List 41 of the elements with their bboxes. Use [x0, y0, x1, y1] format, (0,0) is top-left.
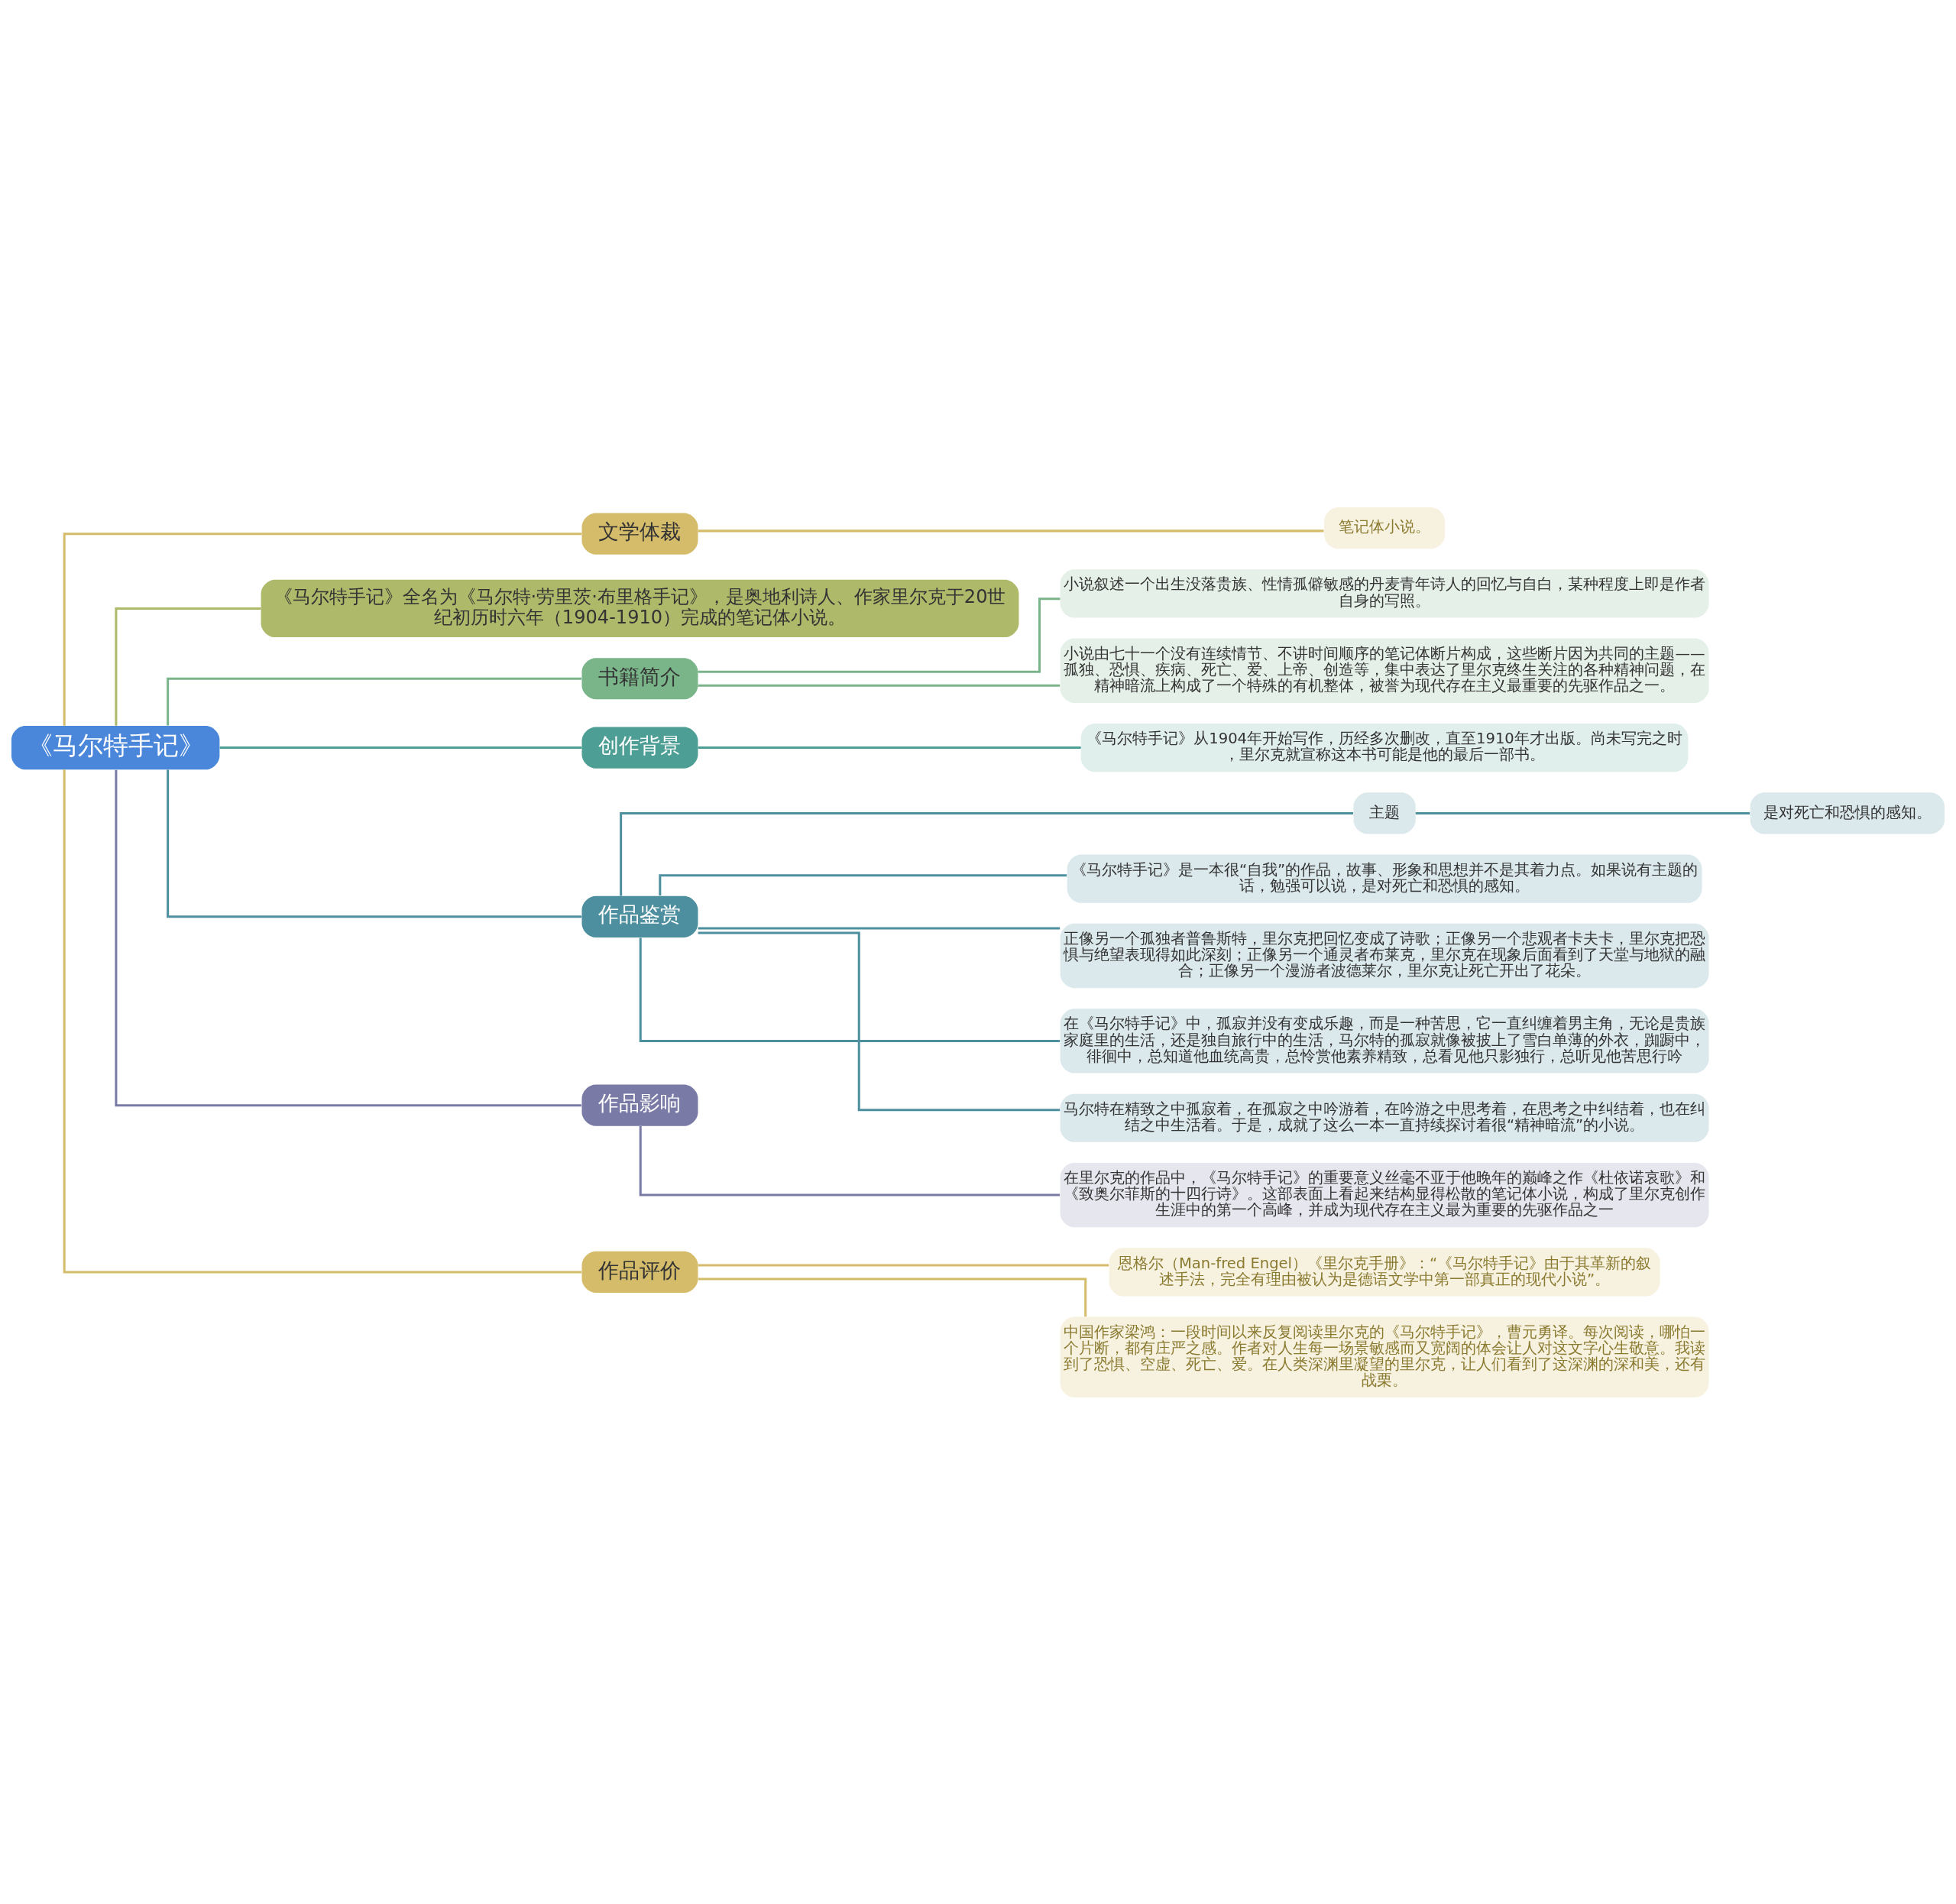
connector [639, 1125, 1061, 1196]
node-box: 作品鉴赏 [581, 895, 698, 937]
node-box: 书籍简介 [581, 657, 698, 699]
connector [639, 937, 1061, 1042]
node-box: 作品影响 [581, 1084, 698, 1126]
node-box: 小说叙述一个出生没落贵族、性情孤僻敏感的丹麦青年诗人的回忆与自白，某种程度上即是作者自身的写照。 [1060, 568, 1709, 617]
connector [698, 1263, 1109, 1266]
node-box: 《马尔特手记》是一本很“自我”的作品，故事、形象和思想并不是其着力点。如果说有主题的话，勉强可以说，是对死亡和恐惧的感知。 [1067, 854, 1702, 903]
node-box: 笔记体小说。 [1324, 507, 1446, 549]
node-box: 在里尔克的作品中，《马尔特手记》的重要意义丝毫不亚于他晚年的巅峰之作《杜依诺哀歌》和《致奥尔菲斯的十四行诗》。这部表面上看起来结构显得松散的笔记体小说，构成了里尔克创作生涯中的第一个高峰，并成为现代存在主义最为重要的先驱作品之一 [1060, 1162, 1709, 1227]
connector [698, 1277, 1087, 1316]
node-box: 中国作家梁鸿：一段时间以来反复阅读里尔克的《马尔特手记》，曹元勇译。每次阅读，哪怕一个片断，都有庄严之感。作者对人生每一场景敏感而又宽阔的体会让人对这文字心生敬意。我读到了恐惧、空虚、死亡、爱。在人类深渊里凝望的里尔克，让人们看到了这深渊的深和美，还有战栗。 [1060, 1316, 1709, 1397]
connector [115, 769, 581, 1106]
connector [63, 532, 582, 726]
node-box: 在《马尔特手记》中，孤寂并没有变成乐趣，而是一种苦思，它一直纠缠着男主角，无论是贵族家庭里的生活，还是独自旅行中的生活，马尔特的孤寂就像被披上了雪白单薄的外衣，踟蹰中，徘徊中，总知道他血统高贵，总怜赏他素养精致，总看见他只影独行，总听见他苦思行吟 [1060, 1008, 1709, 1073]
connector [63, 769, 582, 1273]
connector [1415, 811, 1750, 814]
connector [659, 873, 1067, 895]
node-box: 作品评价 [581, 1251, 698, 1293]
node-box: 创作背景 [581, 727, 698, 769]
connector [698, 597, 1061, 673]
node-box: 马尔特在精致之中孤寂着，在孤寂之中吟游着，在吟游之中思考着，在思考之中纠结着，也在纠结之中生活着。于是，成就了这么一本一直持续探讨着很“精神暗流”的小说。 [1060, 1093, 1709, 1142]
connector [620, 811, 1353, 895]
node-box: 是对死亡和恐惧的感知。 [1750, 792, 1945, 834]
node-box: 《马尔特手记》从1904年开始写作，历经多次删改，直至1910年才出版。尚未写完之时，里尔克就宣称这本书可能是他的最后一部书。 [1080, 723, 1689, 772]
connector [698, 926, 1061, 929]
node-box: 《马尔特手记》全名为《马尔特·劳里茨·布里格手记》，是奥地利诗人、作家里尔克于20世纪初历时六年（1904-1910）完成的笔记体小说。 [261, 579, 1019, 637]
node-box: 主题 [1353, 792, 1416, 834]
connector [698, 529, 1324, 532]
connector [167, 769, 582, 918]
connector [698, 684, 1061, 687]
connector [219, 746, 582, 749]
node-box: 正像另一个孤独者普鲁斯特，里尔克把回忆变成了诗歌；正像另一个悲观者卡夫卡，里尔克把恐惧与绝望表现得如此深刻；正像另一个通灵者布莱克，里尔克在现象后面看到了天堂与地狱的融合；正像另一个漫游者波德莱尔，里尔克让死亡开出了花朵。 [1060, 923, 1709, 988]
node-box: 《马尔特手记》 [11, 725, 220, 769]
connector [698, 746, 1081, 749]
connector [115, 607, 261, 726]
node-box: 恩格尔（Man-fred Engel）《里尔克手册》：“《马尔特手记》由于其革新的叙述手法，完全有理由被认为是德语文学中第一部真正的现代小说”。 [1109, 1247, 1660, 1297]
connector [698, 931, 1061, 1111]
connector [167, 677, 582, 726]
node-box: 小说由七十一个没有连续情节、不讲时间顺序的笔记体断片构成，这些断片因为共同的主题——孤独、恐惧、疾病、死亡、爱、上帝、创造等，集中表达了里尔克终生关注的各种精神问题，在精神暗流上构成了一个特殊的有机整体，被誉为现代存在主义最重要的先驱作品之一。 [1060, 638, 1709, 703]
node-box: 文学体裁 [581, 513, 698, 555]
